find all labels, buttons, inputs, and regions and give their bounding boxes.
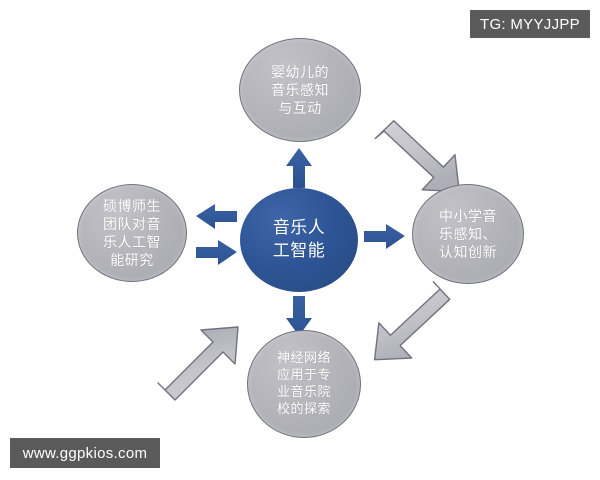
node-bottom-label: 神经网络应用于专业音乐院校的探索 xyxy=(276,350,331,416)
node-left-label: 硕博师生团队对音乐人工智能研究 xyxy=(103,197,161,269)
node-left[interactable]: 硕博师生团队对音乐人工智能研究 xyxy=(77,184,187,282)
cycle-arrow-top-to-right xyxy=(374,120,460,193)
node-center-music-ai[interactable]: 音乐人工智能 xyxy=(240,188,358,292)
connector-arrow-center-to-top xyxy=(286,148,312,188)
cycle-arrow-right-to-bottom xyxy=(373,281,451,361)
node-right[interactable]: 中小学音乐感知、认知创新 xyxy=(412,184,524,284)
node-center-label: 音乐人工智能 xyxy=(272,218,326,260)
node-top-label: 婴幼儿的音乐感知与互动 xyxy=(271,63,329,117)
connector-arrow-left-to-center xyxy=(196,240,237,265)
connector-arrow-center-to-left xyxy=(196,204,237,229)
cycle-arrow-bottom-to-left xyxy=(157,326,239,401)
connector-arrow-center-to-bottom xyxy=(286,296,312,336)
node-top[interactable]: 婴幼儿的音乐感知与互动 xyxy=(239,38,361,142)
connector-arrow-center-to-right xyxy=(364,224,405,249)
node-bottom[interactable]: 神经网络应用于专业音乐院校的探索 xyxy=(247,330,361,438)
watermark-website-text: www.ggpkios.com xyxy=(22,444,148,462)
watermark-website: www.ggpkios.com xyxy=(10,438,160,468)
watermark-telegram-text: TG: MYYJJPP xyxy=(480,15,580,33)
watermark-telegram: TG: MYYJJPP xyxy=(470,10,590,38)
node-right-label: 中小学音乐感知、认知创新 xyxy=(439,207,497,261)
